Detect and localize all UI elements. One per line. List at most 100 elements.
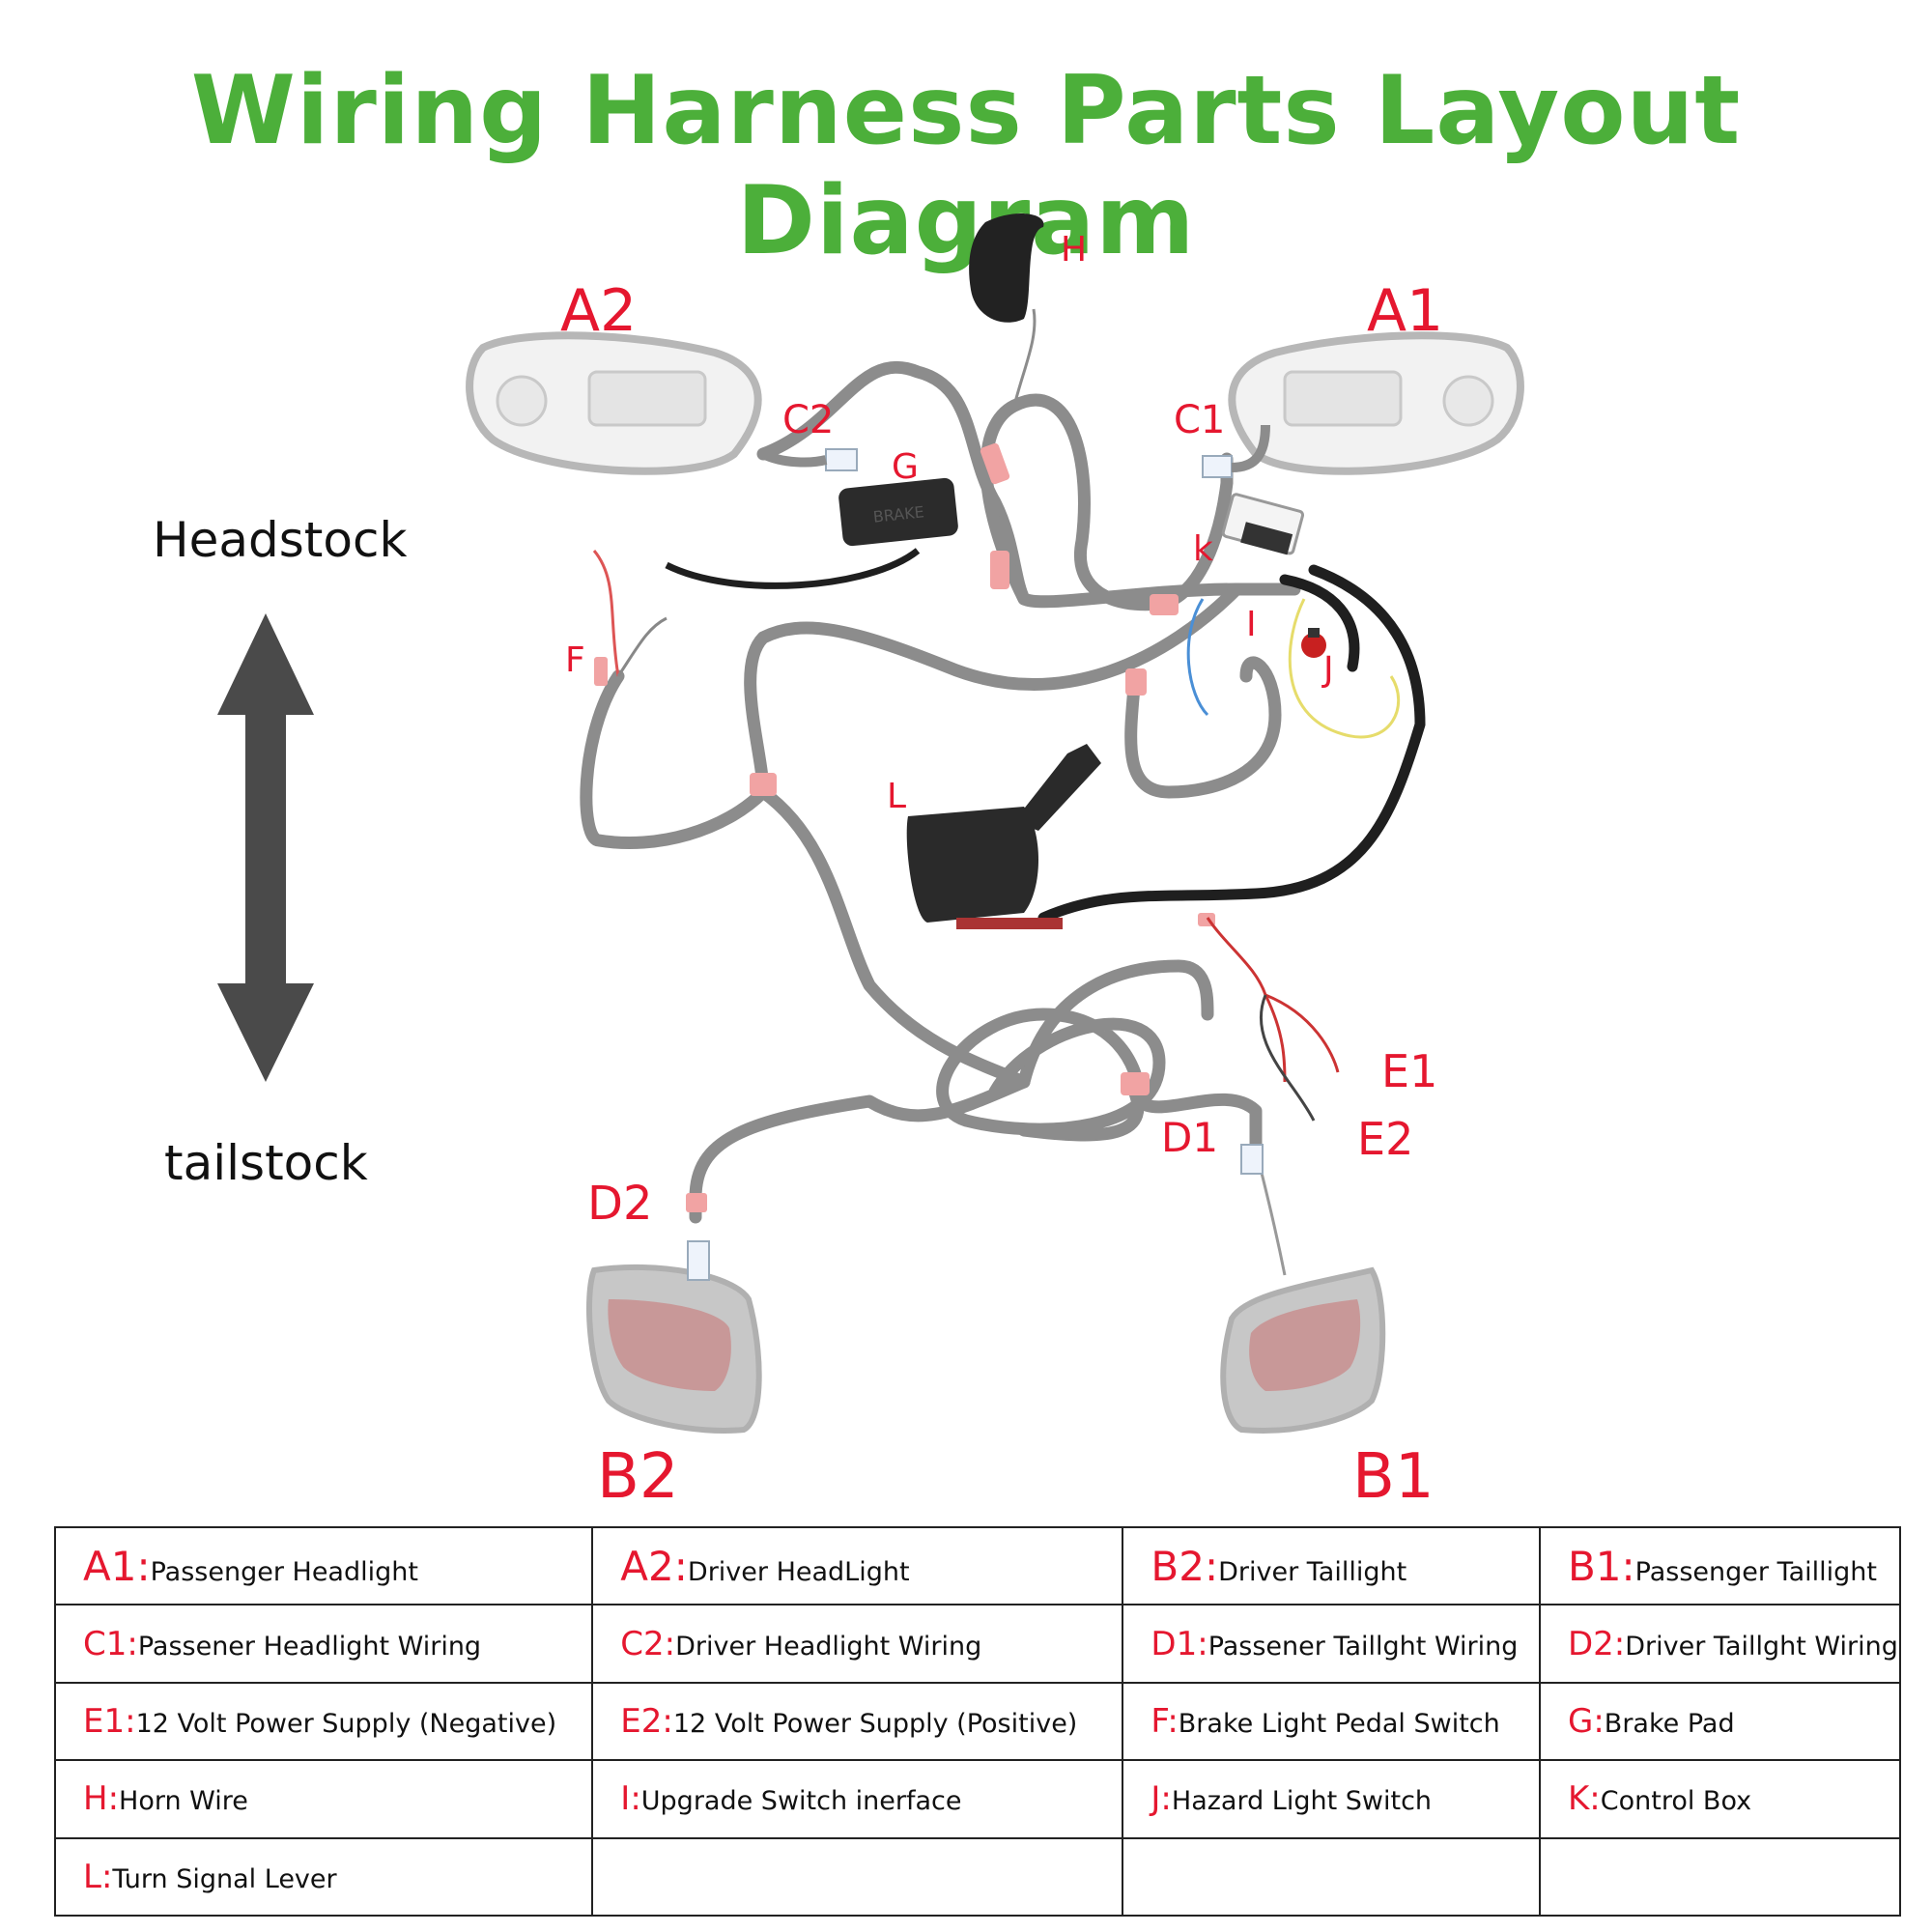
legend-desc: Driver Headlight Wiring (675, 1631, 982, 1662)
part-label-l: L (887, 777, 906, 816)
tailstock-label: tailstock (164, 1135, 368, 1191)
legend-cell (1538, 1836, 1902, 1918)
legend-row: L:Turn Signal Lever (53, 1836, 1902, 1918)
connector-c1 (1202, 455, 1233, 478)
part-label-g: G (892, 447, 919, 487)
legend-desc: Passenger Headlight (150, 1556, 418, 1587)
part-label-h: H (1061, 230, 1087, 270)
legend-cell: I:Upgrade Switch inerface (591, 1759, 1124, 1839)
part-label-b2: B2 (597, 1441, 679, 1513)
legend-code: C1: (83, 1624, 138, 1663)
wiring-diagram: BRAKE A2 A1 C2 C1 H G k I J F (217, 213, 1524, 1513)
legend-code: H: (83, 1779, 120, 1819)
part-label-f: F (565, 640, 585, 680)
legend-desc: Brake Light Pedal Switch (1178, 1708, 1500, 1739)
legend-cell: J:Hazard Light Switch (1122, 1759, 1541, 1839)
part-label-c2: C2 (782, 398, 834, 442)
legend-desc: Driver Taillight (1218, 1556, 1407, 1587)
taillight-icon (1220, 1266, 1386, 1434)
legend-desc: Passenger Taillight (1634, 1556, 1877, 1587)
legend-desc: 12 Volt Power Supply (Negative) (135, 1708, 557, 1739)
legend-cell: A2:Driver HeadLight (591, 1525, 1124, 1606)
legend-code: B1: (1567, 1542, 1635, 1590)
legend-cell: H:Horn Wire (53, 1759, 594, 1839)
control-harness (1037, 564, 1426, 923)
legend-cell: K:Control Box (1538, 1759, 1902, 1839)
legend-row: E1:12 Volt Power Supply (Negative) E2:12… (53, 1681, 1902, 1762)
legend-cell: D1:Passener Taillght Wiring (1122, 1604, 1541, 1684)
legend-desc: 12 Volt Power Supply (Positive) (672, 1708, 1078, 1739)
legend-code: K: (1567, 1779, 1601, 1819)
legend-cell (591, 1836, 1124, 1918)
legend-cell (1122, 1836, 1541, 1918)
legend-desc: Passener Headlight Wiring (137, 1631, 482, 1662)
connector-d2 (687, 1240, 710, 1281)
legend-cell: E2:12 Volt Power Supply (Positive) (591, 1681, 1124, 1762)
legend-desc: Driver Taillght Wiring (1625, 1631, 1898, 1662)
part-label-e1: E1 (1381, 1045, 1437, 1097)
legend-row: A1:Passenger Headlight A2:Driver HeadLig… (53, 1525, 1902, 1606)
legend-row: H:Horn Wire I:Upgrade Switch inerface J:… (53, 1759, 1902, 1839)
part-label-j: J (1321, 650, 1334, 690)
thin-wires (592, 308, 1401, 1276)
turn-lever-icon (906, 744, 1101, 929)
legend-code: A1: (83, 1542, 151, 1590)
part-label-i: I (1246, 605, 1257, 644)
legend-code: J: (1151, 1779, 1172, 1819)
legend-row: C1:Passener Headlight Wiring C2:Driver H… (53, 1604, 1902, 1684)
legend-desc: Passener Taillght Wiring (1208, 1631, 1519, 1662)
legend-code: B2: (1151, 1542, 1219, 1590)
legend-desc: Hazard Light Switch (1171, 1786, 1433, 1817)
legend-desc: Control Box (1600, 1786, 1752, 1817)
legend-cell: B2:Driver Taillight (1122, 1525, 1541, 1606)
legend-cell: B1:Passenger Taillight (1538, 1525, 1902, 1606)
part-label-a1: A1 (1367, 277, 1443, 345)
legend-cell: E1:12 Volt Power Supply (Negative) (53, 1681, 594, 1762)
part-label-c1: C1 (1174, 398, 1225, 442)
legend-code: D2: (1567, 1624, 1626, 1663)
legend-cell: F:Brake Light Pedal Switch (1122, 1681, 1541, 1762)
legend-code: D1: (1151, 1624, 1208, 1663)
legend-cell: G:Brake Pad (1538, 1681, 1902, 1762)
legend-code: E1: (83, 1701, 136, 1741)
connector-d1 (1240, 1144, 1264, 1175)
page-title: Wiring Harness Parts Layout Diagram (190, 56, 1742, 276)
part-label-d2: D2 (587, 1177, 653, 1231)
legend-code: F: (1151, 1701, 1179, 1741)
legend-cell: C1:Passener Headlight Wiring (53, 1604, 594, 1684)
legend-desc: Turn Signal Lever (112, 1863, 337, 1894)
part-label-b1: B1 (1352, 1441, 1435, 1513)
legend-cell: L:Turn Signal Lever (53, 1836, 594, 1918)
headstock-label: Headstock (153, 512, 408, 568)
legend-desc: Upgrade Switch inerface (640, 1786, 962, 1817)
horn-icon (969, 213, 1044, 323)
legend-cell: C2:Driver Headlight Wiring (591, 1604, 1124, 1684)
legend-cell: A1:Passenger Headlight (53, 1525, 594, 1606)
brake-pad-cable (665, 548, 921, 589)
legend-code: I: (620, 1779, 641, 1819)
legend-table: A1:Passenger Headlight A2:Driver HeadLig… (53, 1525, 1902, 1918)
taillight-icon (586, 1264, 762, 1434)
harness-c2 (760, 449, 828, 468)
legend-code: A2: (620, 1542, 688, 1590)
legend-code: E2: (620, 1701, 673, 1741)
legend-desc: Brake Pad (1604, 1708, 1735, 1739)
junction-sleeves (594, 442, 1215, 1212)
part-label-k: k (1193, 529, 1213, 569)
headlight-icon (466, 331, 762, 475)
double-arrow-icon (217, 613, 314, 1082)
switch-icon (1301, 628, 1326, 658)
legend-desc: Driver HeadLight (687, 1556, 910, 1587)
connector-c2 (825, 448, 858, 471)
brake-pad-icon: BRAKE (838, 477, 958, 547)
harness-c1 (1231, 424, 1270, 472)
legend-cell: D2:Driver Taillght Wiring (1538, 1604, 1902, 1684)
control-box-icon (1221, 493, 1305, 555)
headlight-icon (1228, 331, 1524, 475)
part-label-a2: A2 (560, 277, 637, 345)
legend-code: C2: (620, 1624, 676, 1663)
part-label-e2: E2 (1357, 1113, 1413, 1165)
legend-code: L: (83, 1857, 113, 1896)
part-label-d1: D1 (1161, 1114, 1218, 1161)
legend-code: G: (1567, 1701, 1605, 1741)
